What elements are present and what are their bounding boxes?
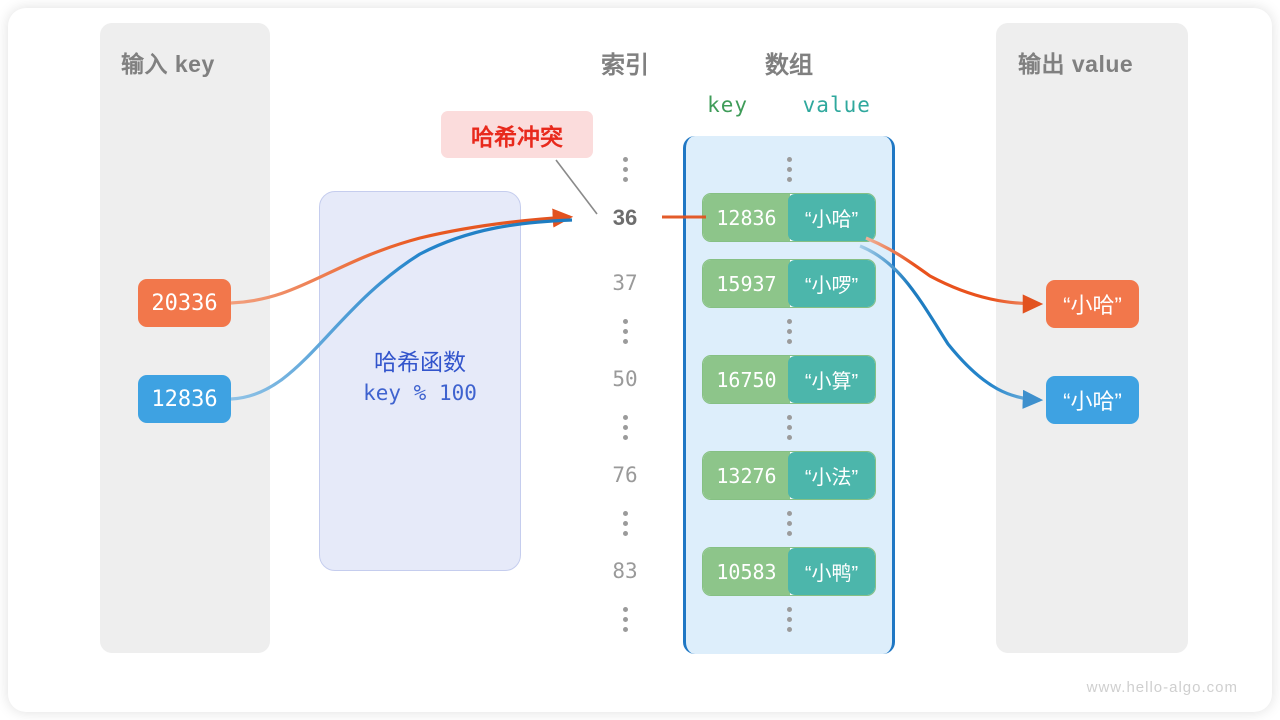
bucket-key-50: 16750 [703,356,790,403]
watermark: www.hello-algo.com [1086,679,1238,696]
index-ellipsis-4 [620,511,630,536]
value-column-header: value [802,93,871,117]
output-panel-title: 输出 value [1018,51,1134,77]
bucket-value-37: “小啰” [788,260,875,307]
bucket-key-83: 10583 [703,548,790,595]
bucket-value-50: “小算” [788,356,875,403]
output-value-panel [996,23,1188,653]
bucket-row-76[interactable]: 13276 “小法” [702,451,876,500]
bucket-row-50[interactable]: 16750 “小算” [702,355,876,404]
array-ellipsis-4 [784,511,794,536]
bucket-key-36: 12836 [703,194,790,241]
index-ellipsis-bottom [620,607,630,632]
input-key-0[interactable]: 20336 [138,279,231,327]
hash-collision-badge: 哈希冲突 [441,111,593,158]
index-ellipsis-2 [620,319,630,344]
array-ellipsis-bottom [784,607,794,632]
index-ellipsis-top [620,157,630,182]
kv-column-header: key value [683,93,895,117]
index-label-83: 83 [612,559,638,583]
index-label-37: 37 [612,271,638,295]
index-label-50: 50 [612,367,638,391]
index-label-76: 76 [612,463,638,487]
bucket-value-76: “小法” [788,452,875,499]
output-value-0[interactable]: “小哈” [1046,280,1139,328]
array-ellipsis-top [784,157,794,182]
output-value-1[interactable]: “小哈” [1046,376,1139,424]
bucket-value-83: “小鸭” [788,548,875,595]
input-panel-title: 输入 key [121,51,215,77]
input-key-1[interactable]: 12836 [138,375,231,423]
array-ellipsis-2 [784,319,794,344]
index-label-36: 36 [612,205,638,230]
index-ellipsis-3 [620,415,630,440]
array-ellipsis-3 [784,415,794,440]
hash-function-label: 哈希函数 [374,349,466,375]
bucket-value-36: “小哈” [788,194,875,241]
bucket-row-37[interactable]: 15937 “小啰” [702,259,876,308]
input-key-panel [100,23,270,653]
index-column-header: 索引 [601,52,649,79]
bucket-key-37: 15937 [703,260,790,307]
bucket-row-83[interactable]: 10583 “小鸭” [702,547,876,596]
bucket-row-36[interactable]: 12836 “小哈” [702,193,876,242]
array-column-header: 数组 [765,52,813,79]
hash-function-expression: key % 100 [363,381,477,405]
bucket-key-76: 13276 [703,452,790,499]
key-column-header: key [707,93,749,117]
